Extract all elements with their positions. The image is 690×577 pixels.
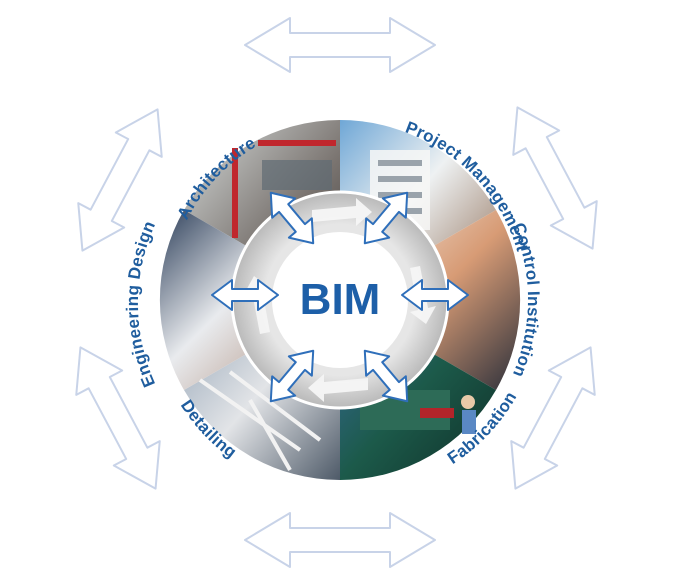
double-arrow-icon-upper-left [77, 108, 163, 252]
segment-label-engineering-design: Engineering Design [123, 218, 159, 390]
cycle-arrow-icon-1 [312, 198, 372, 226]
double-arrow-icon-lower-right [510, 346, 596, 490]
segment-label-engineering-design-path: Engineering Design [123, 218, 159, 390]
double-arrow-icon-bottom [244, 512, 436, 568]
double-arrow-icon-ur-spoke [363, 191, 409, 245]
double-arrow-icon-ul-spoke [269, 191, 315, 245]
spoke-arrows [211, 191, 469, 403]
double-arrow-icon-ll-spoke [269, 349, 315, 403]
double-arrow-icon-lr-spoke [363, 349, 409, 403]
double-arrow-icon-right-spoke [401, 279, 469, 311]
double-arrow-icon-upper-right [512, 106, 598, 250]
double-arrow-icon-lower-left [75, 346, 161, 490]
ring-inner-white [272, 232, 408, 368]
cycle-arrow-icon-2 [308, 374, 368, 402]
center-label: BIM [300, 275, 381, 324]
outer-arrows [75, 17, 598, 568]
double-arrow-icon-left-spoke [211, 279, 279, 311]
detailing-photo-detail [198, 370, 322, 471]
architecture-photo-detail [232, 140, 336, 238]
double-arrow-icon-top [244, 17, 436, 73]
